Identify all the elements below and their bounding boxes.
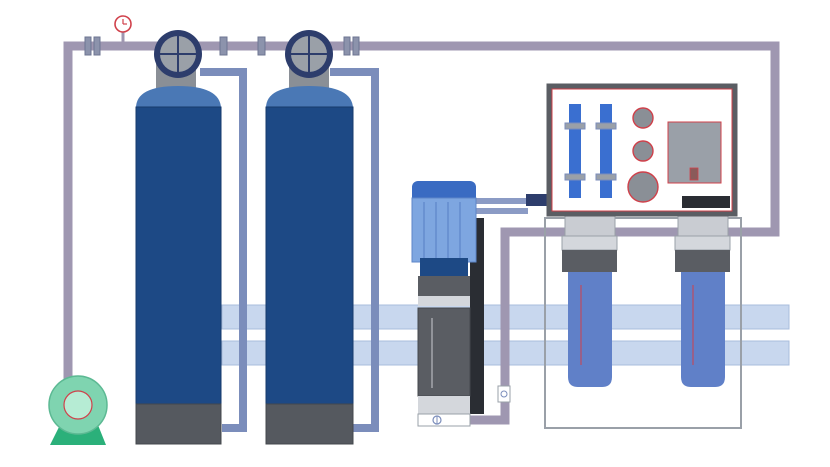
pipe-couplings xyxy=(84,36,360,56)
tank-body xyxy=(135,106,222,406)
pressure-gauge-icon xyxy=(114,15,132,42)
housing-vessel xyxy=(681,272,725,387)
membrane-housing-2 xyxy=(674,214,731,387)
valve-icon xyxy=(497,385,511,403)
return-pipe-tank-1 xyxy=(200,68,247,432)
coupling xyxy=(352,36,360,56)
housing-vessel xyxy=(568,272,612,387)
gauge-icon xyxy=(627,171,659,203)
motor-body xyxy=(411,197,477,263)
tank-body xyxy=(265,106,354,406)
main-pipe-loop xyxy=(63,41,780,425)
coupling xyxy=(343,36,351,56)
pump-body xyxy=(417,307,471,397)
return-pipe-tank-2 xyxy=(330,68,379,432)
tank-base xyxy=(135,403,222,445)
coupling xyxy=(257,36,266,56)
pump-backplate xyxy=(470,218,484,414)
gauge-icon xyxy=(632,107,654,129)
control-panel xyxy=(546,83,738,217)
panel-base-strip xyxy=(682,196,730,208)
membrane-rack-frame xyxy=(544,217,742,429)
gauge-icon xyxy=(154,30,202,78)
panel-gauges xyxy=(627,107,659,203)
tank-top xyxy=(266,86,353,108)
filter-tank-1 xyxy=(135,30,222,445)
motor-pump-icon xyxy=(411,181,548,427)
flowmeter-1 xyxy=(564,104,586,198)
gauge-icon xyxy=(285,30,333,78)
pipe-loop xyxy=(63,41,780,425)
centrifugal-pump-icon xyxy=(48,375,108,445)
tank-return-pipes xyxy=(200,68,379,432)
coupling xyxy=(93,36,101,56)
gauge-icon xyxy=(632,140,654,162)
coupling xyxy=(84,36,92,56)
coupling xyxy=(219,36,228,56)
tank-base xyxy=(265,403,354,445)
tank-top xyxy=(136,86,221,108)
flowmeter-2 xyxy=(595,104,617,198)
membrane-housing-1 xyxy=(561,214,618,387)
filter-tank-2 xyxy=(265,30,354,445)
